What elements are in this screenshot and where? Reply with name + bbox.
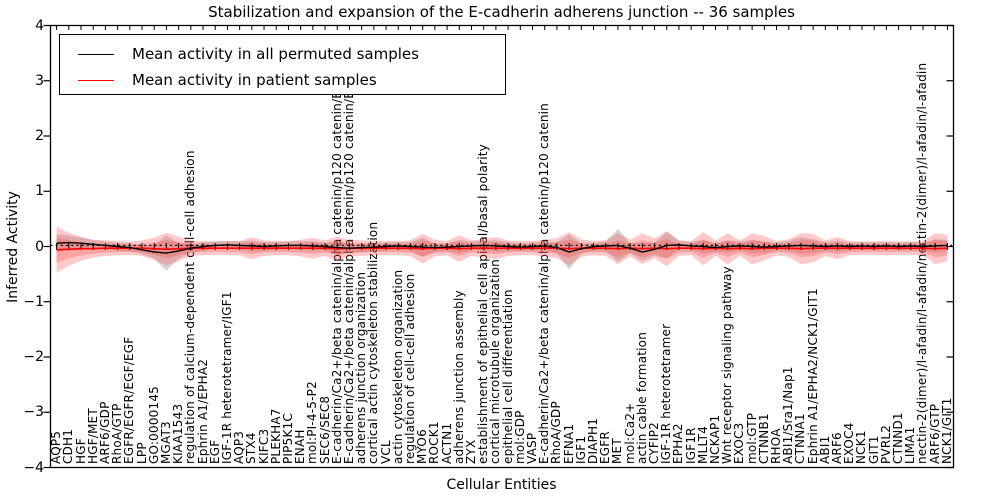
x-tick-label: GIT1 xyxy=(866,435,881,464)
x-tick-label: epithelial cell differentiation xyxy=(500,289,515,464)
x-tick-label: KIFC3 xyxy=(256,428,271,464)
y-tick-label: 4 xyxy=(35,17,44,34)
x-tick-label: GO:0000145 xyxy=(146,385,161,464)
x-axis-title: Cellular Entities xyxy=(446,477,557,493)
y-tick-label: 2 xyxy=(35,128,44,144)
x-tick-label: Ephrin A1/EPHA2/NCK1/GIT1 xyxy=(805,288,820,464)
x-tick-label: EFNA1 xyxy=(561,423,576,464)
chart-title: Stabilization and expansion of the E-cad… xyxy=(208,3,795,21)
x-tick-label: mol:PI-4-5-P2 xyxy=(305,381,320,464)
x-tick-label: LPP xyxy=(134,442,149,464)
x-tick-label: HGF xyxy=(73,438,88,464)
y-tick-label: 3 xyxy=(35,72,44,89)
x-tick-label: HGF/MET xyxy=(85,408,100,464)
x-tick-label: cortical microtubule organization xyxy=(488,259,503,464)
y-tick-label: −1 xyxy=(23,293,44,310)
x-tick-label: IGF1 xyxy=(573,435,588,464)
x-tick-label: Ephrin A1/EPHA2 xyxy=(195,358,210,464)
y-tick-label: −4 xyxy=(23,459,44,476)
x-tick-label: PLEKHA7 xyxy=(268,408,283,464)
x-tick-label: CTNNA1 xyxy=(793,413,808,464)
legend-entry-patient: Mean activity in patient samples xyxy=(78,67,505,93)
x-tick-label: ROCK1 xyxy=(427,421,442,464)
x-tick-label: VCL xyxy=(378,440,393,464)
x-tick-label: CDH1 xyxy=(61,428,76,464)
x-tick-label: regulation of calcium-dependent cell-cel… xyxy=(183,150,198,464)
x-tick-label: EGF xyxy=(207,439,222,464)
x-tick-label: ARF6/GTP xyxy=(927,403,942,464)
x-tick-label: nectin-2(dimer)/l-afadin/l-afadin/nectin… xyxy=(915,62,930,464)
x-tick-label: IGF1R xyxy=(683,427,698,464)
x-tick-label: mol:GDP xyxy=(512,410,527,464)
x-tick-label: EGFR/EGFR/EGF/EGF xyxy=(122,336,137,464)
y-tick-label: −3 xyxy=(23,404,44,421)
x-tick-label: actin cytoskeleton organization xyxy=(390,269,405,464)
permuted-line-swatch xyxy=(78,53,114,55)
legend-label-permuted: Mean activity in all permuted samples xyxy=(132,45,419,63)
x-tick-label: STX4 xyxy=(244,432,259,464)
legend-label-patient: Mean activity in patient samples xyxy=(132,71,377,89)
y-tick-label: 0 xyxy=(35,238,44,255)
y-tick-label: −2 xyxy=(23,349,44,365)
y-tick-label: 1 xyxy=(35,183,44,200)
patient-line-swatch xyxy=(78,79,114,81)
x-tick-label: EXOC3 xyxy=(732,422,747,465)
legend: Mean activity in all permuted samples Me… xyxy=(59,34,506,95)
x-tick-label: E-cadherin/Ca2+/beta catenin/alpha caten… xyxy=(329,63,344,464)
x-tick-label: adherens junction assembly xyxy=(451,290,466,464)
legend-entry-permuted: Mean activity in all permuted samples xyxy=(78,41,505,67)
x-tick-label: RhoA/GDP xyxy=(549,401,564,464)
x-tick-label: ACTN1 xyxy=(439,422,454,464)
x-tick-label: cortical actin cytoskeleton stabilizatio… xyxy=(366,221,381,464)
x-tick-label: MET xyxy=(610,438,625,464)
x-tick-label: EPHA2 xyxy=(671,423,686,464)
x-tick-label: mol:GTP xyxy=(744,412,759,464)
x-tick-label: SEC6/SEC8 xyxy=(317,395,332,464)
x-tick-label: NCK1/GIT1 xyxy=(939,397,954,464)
x-tick-label: NCK1 xyxy=(854,430,869,464)
x-tick-label: mol:Ca2+ xyxy=(622,402,637,464)
